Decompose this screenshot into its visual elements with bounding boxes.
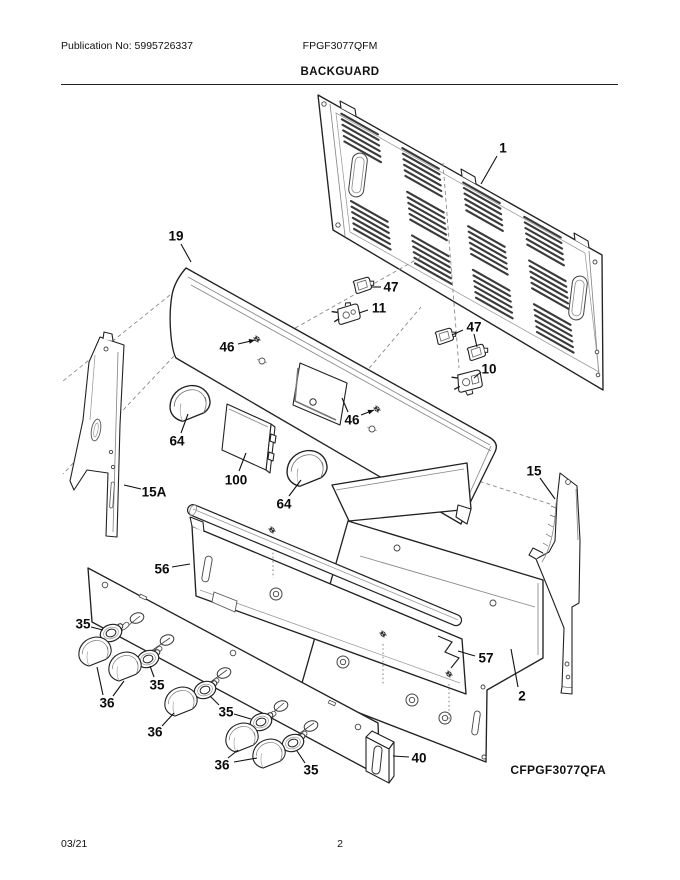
knob-36 [78, 636, 112, 667]
knob-36 [108, 651, 142, 682]
callout-35: 35 [149, 678, 165, 693]
leader-line [539, 477, 556, 500]
knob-36 [252, 738, 286, 769]
callout-layer: 1 19 47 11 46 47 10 46 64 100 64 15A 15 56 57 2 35 35 35 35… [75, 141, 556, 778]
mounting-tab [573, 232, 590, 249]
callout-1: 1 [499, 141, 507, 156]
callout-36: 36 [99, 696, 115, 711]
knob-36 [164, 686, 198, 717]
callout-36: 36 [147, 725, 163, 740]
leader-line [392, 755, 410, 758]
callout-35: 35 [218, 705, 234, 720]
footer-page-number: 2 [337, 838, 343, 850]
leader-line [238, 452, 247, 472]
callout-46: 46 [219, 340, 235, 355]
callout-11: 11 [372, 301, 387, 316]
callout-47: 47 [466, 320, 481, 335]
variant-model-label: CFPGF3077QFA [510, 763, 606, 777]
leader-line [341, 397, 349, 413]
leader-line [457, 650, 476, 657]
leader-line [209, 695, 220, 706]
handle-cutout-left [348, 152, 368, 198]
model-number: FPGF3077QFM [302, 40, 378, 52]
clip-47 [434, 326, 459, 346]
knob-64 [286, 449, 328, 488]
leader-line [473, 371, 482, 379]
mounting-tab [339, 100, 357, 117]
publication-number: Publication No: 5995726337 [61, 40, 193, 52]
callout-47: 47 [383, 280, 398, 295]
leader-line [90, 626, 104, 631]
leader-line [96, 666, 104, 696]
leader-arrowhead [248, 339, 255, 344]
leader-line [149, 665, 155, 678]
leader-line [451, 329, 464, 336]
leader-line [296, 750, 306, 764]
knob-36 [225, 722, 259, 753]
callout-35: 35 [303, 763, 319, 778]
vent-louvers [340, 112, 575, 354]
manifold-pipe [186, 504, 463, 627]
callout-64: 64 [169, 434, 185, 449]
mounting-tab [460, 168, 477, 185]
part-19-control-panel [169, 267, 497, 525]
leader-line [480, 155, 498, 185]
leader-line [288, 479, 302, 497]
leader-line [473, 333, 478, 348]
leader-line [180, 243, 192, 263]
leader-line [233, 757, 258, 763]
lip-57-flange [437, 635, 460, 669]
part-1-vent-panel [317, 94, 604, 391]
callout-35: 35 [75, 617, 91, 632]
clip-47 [352, 275, 377, 295]
leader-line [510, 648, 519, 688]
knob-64 [169, 384, 211, 423]
leader-line [227, 749, 239, 759]
leader-line [123, 484, 142, 490]
title-rule [61, 84, 618, 85]
leader-line [161, 712, 175, 727]
callout-15: 15 [526, 464, 542, 479]
callout-57: 57 [478, 651, 493, 666]
callout-40: 40 [411, 751, 426, 766]
callout-10: 10 [481, 362, 496, 377]
callout-19: 19 [168, 229, 183, 244]
bracket-15a-left-side-trim [69, 331, 125, 538]
igniter-switch-11 [329, 299, 362, 327]
callout-36: 36 [214, 758, 230, 773]
handle-cutout-right [568, 275, 588, 321]
bracket-15-right-side-trim [528, 472, 581, 695]
callout-15A: 15A [142, 485, 167, 500]
footer-date: 03/21 [61, 838, 88, 850]
callout-64: 64 [276, 497, 292, 512]
spark-module-100 [221, 403, 277, 474]
leader-line [233, 713, 252, 720]
page-title: BACKGUARD [300, 66, 380, 78]
leader-line [171, 563, 191, 568]
callout-56: 56 [154, 562, 170, 577]
leader-arrowhead [367, 409, 374, 415]
callout-46: 46 [344, 413, 360, 428]
leader-line [180, 413, 189, 434]
clip-47 [466, 342, 491, 362]
bracket-56-manifold-panel [186, 504, 467, 721]
leader-line [358, 309, 369, 314]
leader-line [112, 680, 125, 697]
callout-100: 100 [225, 473, 248, 488]
end-cap-40 [365, 730, 395, 784]
callout-2: 2 [518, 689, 526, 704]
